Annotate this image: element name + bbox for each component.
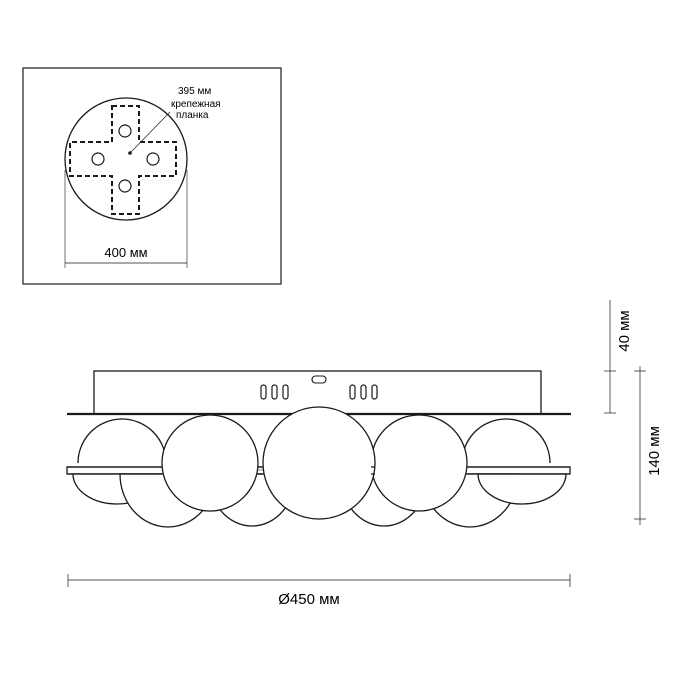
dimensions xyxy=(67,300,646,587)
globe-back-1 xyxy=(77,418,167,464)
globe-lower-6 xyxy=(477,473,567,505)
vent-slot xyxy=(360,384,367,400)
vent-slot xyxy=(282,384,289,400)
mount-hole-top xyxy=(118,124,132,138)
total-height-label: 140 мм xyxy=(646,426,663,476)
globe-front-1 xyxy=(161,414,259,512)
plate-diameter-label: 400 мм xyxy=(104,245,147,260)
mount-hole-right xyxy=(146,152,160,166)
back-row-globes xyxy=(77,418,551,464)
vent-slot xyxy=(371,384,378,400)
vent-slot xyxy=(349,384,356,400)
vent-slots-right xyxy=(349,384,378,400)
bracket-name-line2: планка xyxy=(176,110,209,121)
canopy-plate xyxy=(64,97,188,221)
mount-view: 395 мм крепежная планка 400 мм xyxy=(22,67,282,285)
vent-slots-left xyxy=(260,384,289,400)
globe-back-2 xyxy=(461,418,551,464)
vent-slot xyxy=(271,384,278,400)
mounting-bracket xyxy=(69,105,177,215)
vent-slot xyxy=(260,384,267,400)
globe-front-2 xyxy=(262,406,376,520)
canopy-height-label: 40 мм xyxy=(616,310,633,351)
bracket-leader-line xyxy=(129,111,171,154)
mount-hole-bottom xyxy=(118,179,132,193)
overall-diameter-label: Ø450 мм xyxy=(278,591,340,608)
side-view xyxy=(66,370,571,528)
mount-hole-left xyxy=(91,152,105,166)
bracket-width-label: 395 мм xyxy=(178,86,211,97)
bracket-name-line1: крепежная xyxy=(171,99,221,110)
mount-view-frame xyxy=(22,67,282,285)
front-row-globes xyxy=(161,406,468,520)
canopy-screw-slot xyxy=(311,375,327,384)
tray-edge-segments xyxy=(67,466,570,475)
globe-front-3 xyxy=(370,414,468,512)
